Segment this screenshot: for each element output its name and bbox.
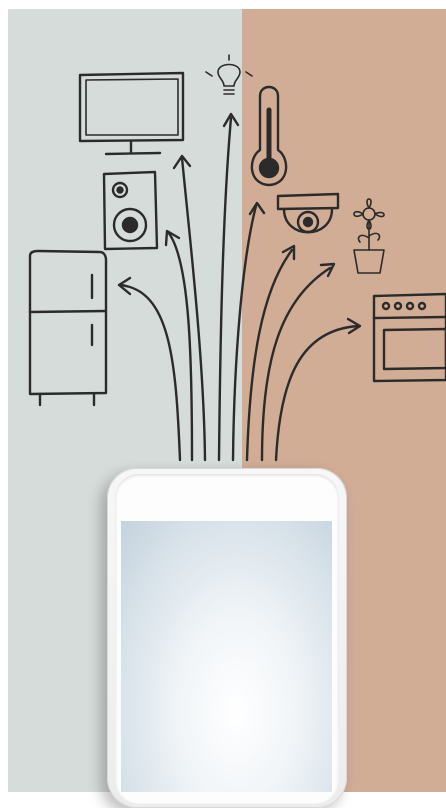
arrow-to-speaker [168, 232, 192, 460]
oven-icon [374, 294, 446, 381]
refrigerator-icon [30, 251, 106, 405]
arrow-to-oven [276, 326, 358, 460]
smartphone-screen [121, 521, 332, 792]
security-camera-icon [278, 194, 338, 232]
arrow-to-thermometer [233, 206, 256, 460]
arrow-to-refrigerator [120, 285, 180, 460]
lightbulb-icon [206, 55, 252, 94]
tv-icon [80, 73, 183, 154]
connection-arrows [119, 114, 360, 460]
arrow-to-lightbulb [219, 118, 231, 460]
arrow-to-tv [182, 158, 205, 460]
flower-pot-icon [354, 199, 384, 273]
thermometer-icon [252, 87, 286, 185]
arrow-to-camera [247, 250, 292, 460]
speaker-icon [104, 172, 157, 249]
